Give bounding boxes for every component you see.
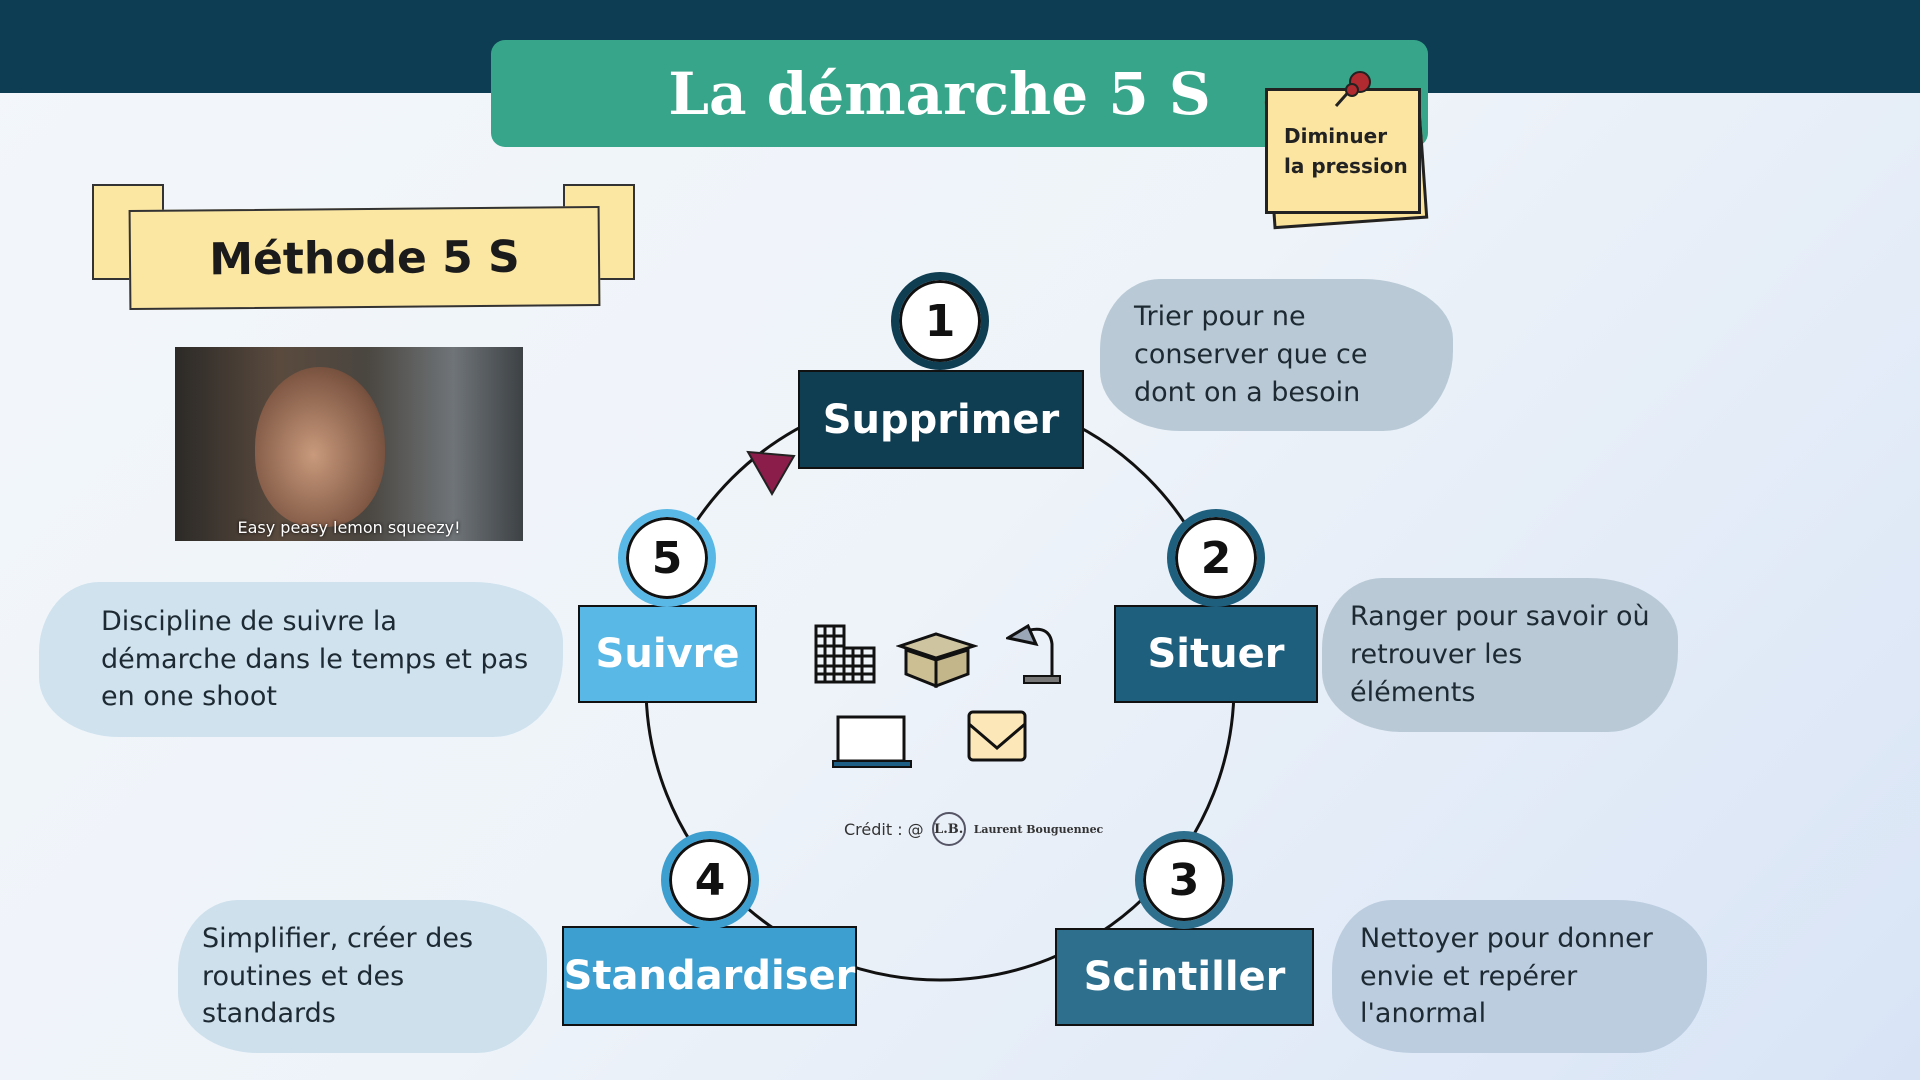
- step-box-standardiser: Standardiser: [562, 926, 857, 1026]
- cycle-arrow-icon: [746, 450, 796, 497]
- description-text: Nettoyer pour donner envie et repérer l'…: [1360, 922, 1653, 1030]
- number-text: 4: [694, 854, 726, 906]
- description-text: Simplifier, créer des routines et des st…: [202, 922, 474, 1030]
- step-box-scintiller: Scintiller: [1055, 928, 1314, 1026]
- pushpin-icon: [1334, 71, 1371, 107]
- step-number-4: 4: [661, 831, 759, 929]
- sticky-line2: la pression: [1284, 154, 1408, 178]
- description-step-2: Ranger pour savoir où retrouver les élém…: [1322, 578, 1678, 732]
- description-text: Discipline de suivre la démarche dans le…: [101, 605, 529, 713]
- description-text: Ranger pour savoir où retrouver les élém…: [1350, 601, 1650, 708]
- lamp-icon: [1006, 624, 1061, 684]
- number-text: 2: [1200, 532, 1232, 584]
- gif-caption: Easy peasy lemon squeezy!: [237, 518, 461, 537]
- page-title: La démarche 5 S: [668, 59, 1211, 128]
- step-box-supprimer: Supprimer: [798, 370, 1084, 469]
- step-box-situer: Situer: [1114, 605, 1318, 703]
- author-logo: L.B.: [931, 812, 966, 846]
- description-text: Trier pour ne conserver que ce dont on a…: [1134, 301, 1368, 408]
- step-number-3: 3: [1135, 831, 1233, 929]
- laptop-icon: [832, 715, 912, 768]
- step-label: Supprimer: [822, 396, 1060, 443]
- author-name: Laurent Bouguennec: [973, 822, 1104, 836]
- gif-image: Easy peasy lemon squeezy!: [175, 347, 523, 541]
- description-step-1: Trier pour ne conserver que ce dont on a…: [1100, 279, 1453, 431]
- step-number-1: 1: [891, 272, 989, 370]
- description-step-5: Discipline de suivre la démarche dans le…: [39, 582, 563, 737]
- envelope-icon: [967, 710, 1027, 762]
- step-box-suivre: Suivre: [578, 605, 757, 703]
- step-label: Suivre: [595, 631, 740, 677]
- number-text: 5: [651, 532, 683, 584]
- step-number-2: 2: [1167, 509, 1265, 607]
- description-step-3: Nettoyer pour donner envie et repérer l'…: [1332, 900, 1707, 1053]
- credit: Crédit : @ L.B. Laurent Bouguennec: [844, 812, 1103, 846]
- step-label: Situer: [1147, 631, 1285, 677]
- credit-label: Crédit : @: [844, 819, 924, 839]
- step-number-5: 5: [618, 509, 716, 607]
- step-label: Standardiser: [563, 953, 856, 999]
- building-icon: [814, 624, 876, 684]
- sticky-line1: Diminuer: [1284, 124, 1388, 148]
- number-text: 3: [1168, 854, 1200, 906]
- number-text: 1: [924, 295, 956, 347]
- description-step-4: Simplifier, créer des routines et des st…: [178, 900, 547, 1053]
- step-label: Scintiller: [1083, 954, 1286, 1000]
- box-icon: [896, 632, 978, 688]
- sticky-note: Diminuer la pression: [1263, 88, 1429, 230]
